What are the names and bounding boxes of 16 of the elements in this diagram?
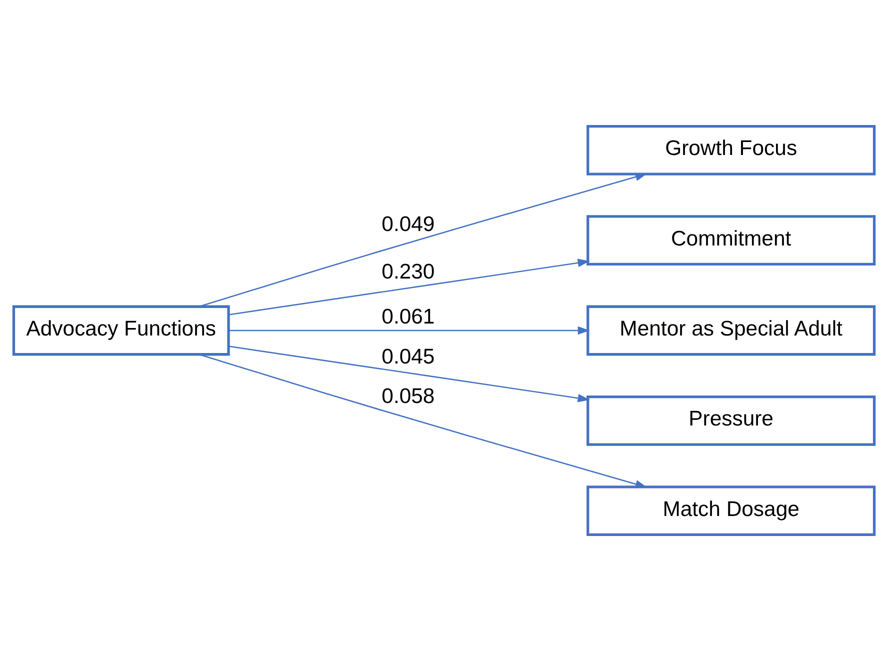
arrow: [199, 354, 648, 488]
node-box: Commitment: [586, 215, 876, 266]
node-box: Advocacy Functions: [12, 305, 230, 356]
edge-label: 0.230: [382, 260, 435, 284]
node-box: Pressure: [586, 395, 876, 446]
arrow: [199, 172, 648, 308]
node-box: Growth Focus: [586, 124, 876, 176]
node-box: Mentor as Special Adult: [586, 305, 876, 356]
edge-label: 0.061: [382, 306, 435, 329]
arrow: [228, 346, 590, 402]
edge-label: 0.045: [382, 345, 435, 368]
arrow: [228, 326, 590, 335]
node-box: Match Dosage: [586, 486, 876, 536]
arrow: [228, 258, 590, 316]
edge-label: 0.049: [382, 212, 435, 236]
edge-label: 0.058: [382, 385, 435, 408]
